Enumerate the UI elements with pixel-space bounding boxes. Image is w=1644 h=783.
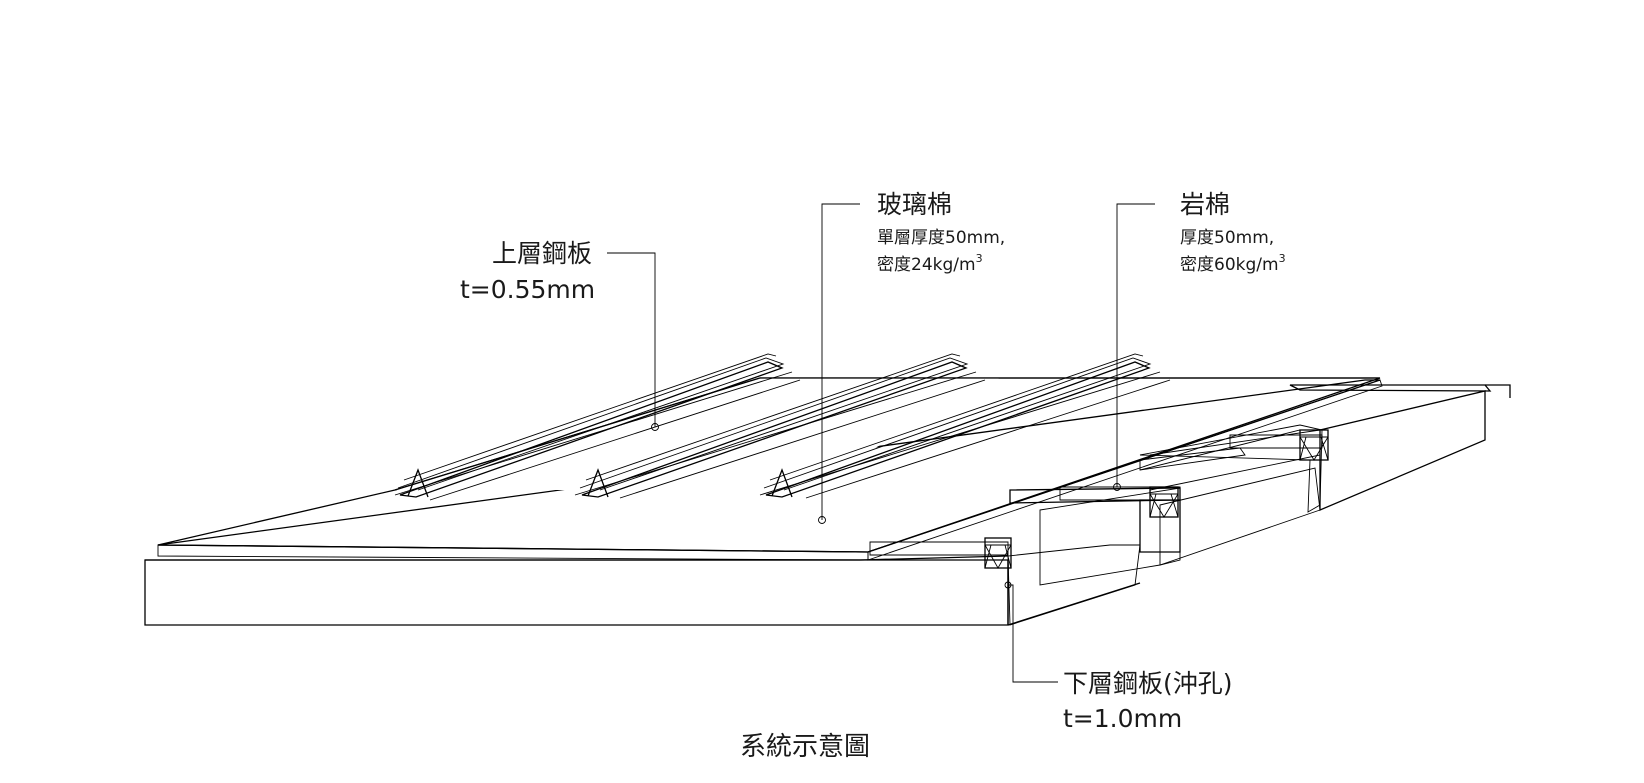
standing-seam-1: [394, 353, 793, 498]
rock-wool-thickness: 厚度50mm,: [1180, 228, 1274, 248]
label-rock-wool: 岩棉 厚度50mm, 密度60kg/m3: [1180, 190, 1286, 275]
upper-steel-sheet: [157, 353, 1381, 553]
top-sheet-name: 上層鋼板: [492, 239, 592, 268]
rock-wool-density: 密度60kg/m3: [1180, 252, 1286, 275]
leader-lines: [607, 203, 1155, 683]
glass-wool-name: 玻璃棉: [877, 190, 952, 219]
standing-seam-2: [574, 353, 977, 498]
bottom-sheet-spec: t=1.0mm: [1063, 704, 1182, 733]
leader-rock-wool: [1116, 203, 1155, 487]
bottom-sheet-name: 下層鋼板(沖孔): [1063, 669, 1233, 698]
rock-wool-block-2: [1059, 486, 1181, 553]
rock-wool-block-3: [1229, 429, 1329, 461]
leader-glass-wool: [821, 203, 860, 520]
standing-seam-3: [759, 353, 1161, 498]
diagram-caption: 系統示意圖: [740, 732, 870, 762]
leader-top-sheet: [607, 252, 656, 427]
top-sheet-spec: t=0.55mm: [460, 275, 595, 304]
glass-wool-thickness: 單層厚度50mm,: [877, 228, 1005, 248]
label-top-sheet: 上層鋼板 t=0.55mm: [460, 239, 595, 304]
rock-wool-block-1: [869, 537, 1012, 569]
leader-bottom-sheet: [1008, 584, 1058, 683]
glass-wool-density: 密度24kg/m3: [877, 252, 983, 275]
label-glass-wool: 玻璃棉 單層厚度50mm, 密度24kg/m3: [877, 190, 1005, 275]
rock-wool-blocks: [869, 429, 1329, 569]
rock-wool-name: 岩棉: [1180, 190, 1230, 219]
label-bottom-sheet: 下層鋼板(沖孔) t=1.0mm: [1063, 669, 1233, 733]
